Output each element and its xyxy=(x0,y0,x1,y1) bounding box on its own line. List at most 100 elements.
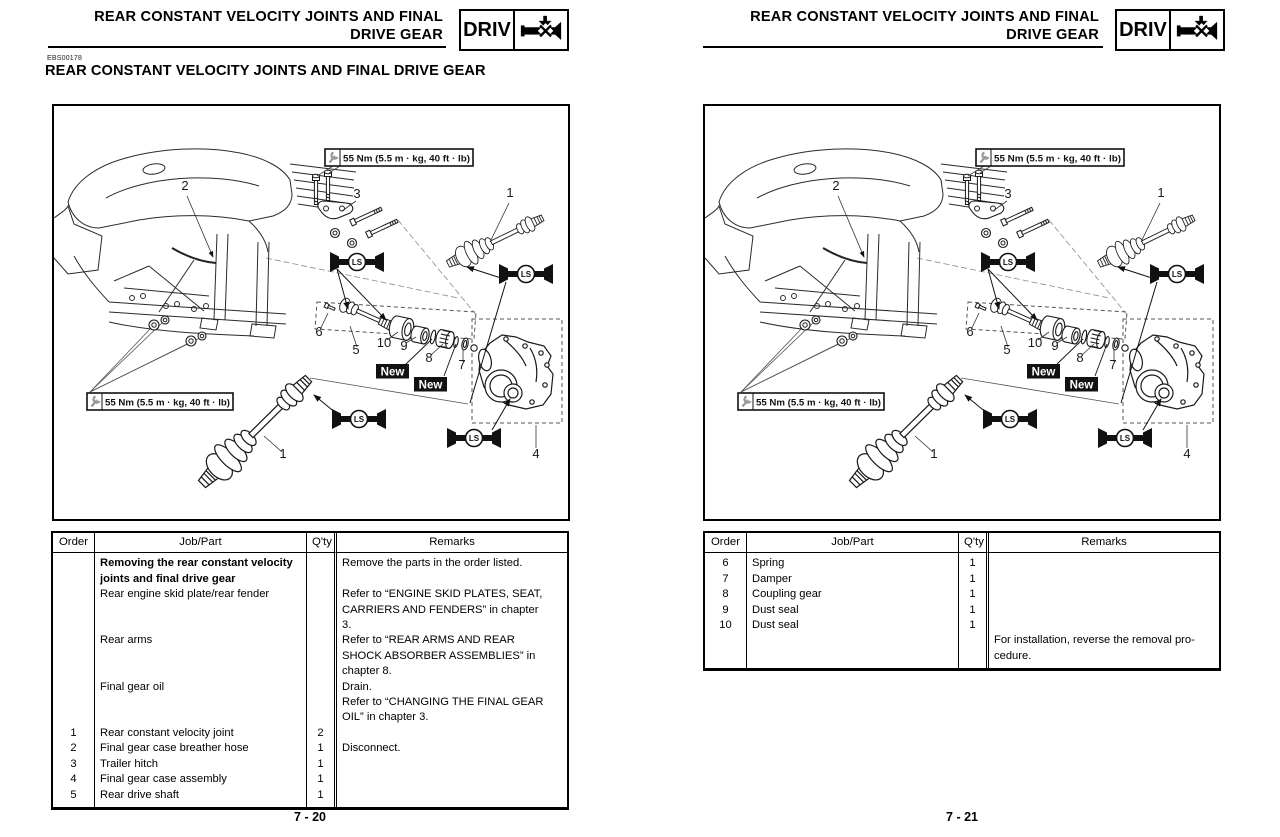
exploded-diagram: LS LS LS LS 55 Nm (5.5 m · kg, 40 ft · l… xyxy=(52,104,570,521)
cell-order xyxy=(705,633,747,669)
callout-number: 8 xyxy=(1076,350,1083,365)
torque-spec-label: 55 Nm (5.5 m · kg, 40 ft · lb) xyxy=(975,148,1125,167)
callout-number: 10 xyxy=(1028,335,1042,350)
svg-text:LS: LS xyxy=(1172,270,1183,279)
callout-number: 7 xyxy=(1109,357,1116,372)
chapter-badge-label: DRIV xyxy=(463,18,511,41)
callout-number: 4 xyxy=(532,446,539,461)
svg-text:LS: LS xyxy=(469,434,480,443)
running-header-line2: DRIVE GEAR xyxy=(1006,27,1099,43)
running-header-line1: REAR CONSTANT VELOCITY JOINTS AND FINAL xyxy=(94,9,443,25)
cell-job xyxy=(747,633,959,669)
svg-text:55 Nm (5.5 m · kg, 40 ft · lb): 55 Nm (5.5 m · kg, 40 ft · lb) xyxy=(994,154,1121,165)
wrench-icon xyxy=(90,395,101,408)
cell-job: Damper xyxy=(747,571,959,588)
svg-text:LS: LS xyxy=(352,258,363,267)
callout-number: 9 xyxy=(1051,338,1058,353)
cell-job: Rear engine skid plate/rear fender xyxy=(95,587,307,634)
cell-order xyxy=(53,633,95,680)
col-header: Order xyxy=(705,533,747,554)
chapter-badge: DRIV xyxy=(459,9,569,51)
cell-qty: 1 xyxy=(959,602,989,619)
new-part-label: New xyxy=(1065,377,1098,392)
manual-page-right: REAR CONSTANT VELOCITY JOINTS AND FINAL … xyxy=(633,0,1280,837)
callout-number: 1 xyxy=(279,446,286,461)
cell-order: 8 xyxy=(705,587,747,603)
col-header: Job/Part xyxy=(95,533,307,554)
chapter-badge: DRIV xyxy=(1115,9,1225,51)
torque-spec-label: 55 Nm (5.5 m · kg, 40 ft · lb) xyxy=(324,148,474,167)
cell-qty: 1 xyxy=(307,787,337,807)
cell-qty xyxy=(307,633,337,680)
cell-qty: 1 xyxy=(959,618,989,634)
cell-qty xyxy=(307,679,337,726)
cell-qty: 2 xyxy=(307,725,337,742)
grease-ls-icon: LS xyxy=(332,409,386,429)
callout-number: 2 xyxy=(832,178,839,193)
cell-qty xyxy=(307,587,337,634)
drivetrain-icon xyxy=(513,11,567,49)
callout-number: 4 xyxy=(1183,446,1190,461)
cell-order: 5 xyxy=(53,787,95,807)
callout-number: 5 xyxy=(352,342,359,357)
svg-text:55 Nm (5.5 m · kg, 40 ft · lb): 55 Nm (5.5 m · kg, 40 ft · lb) xyxy=(343,154,470,165)
cell-order: 1 xyxy=(53,725,95,742)
running-header-line2: DRIVE GEAR xyxy=(350,27,443,43)
svg-text:LS: LS xyxy=(521,270,532,279)
final-gear-case xyxy=(477,334,554,410)
cell-qty: 1 xyxy=(307,772,337,788)
cell-order: 6 xyxy=(705,553,747,572)
running-header: REAR CONSTANT VELOCITY JOINTS AND FINAL … xyxy=(691,8,1099,44)
svg-text:55 Nm (5.5 m · kg, 40 ft · lb): 55 Nm (5.5 m · kg, 40 ft · lb) xyxy=(756,398,881,409)
cell-qty xyxy=(307,553,337,588)
page-number: 7 - 21 xyxy=(946,810,978,824)
cell-remarks: Refer to “ENGINE SKID PLATES, SEAT, CARR… xyxy=(342,588,543,632)
svg-text:LS: LS xyxy=(354,415,365,424)
cell-remarks xyxy=(989,618,1219,633)
cell-order: 7 xyxy=(705,571,747,588)
col-header: Remarks xyxy=(337,533,567,554)
callout-number: 8 xyxy=(425,350,432,365)
grease-ls-icon: LS xyxy=(499,264,553,284)
svg-text:New: New xyxy=(1032,367,1056,379)
cell-qty: 1 xyxy=(959,587,989,603)
cell-job: Final gear oil xyxy=(95,679,307,726)
cell-order xyxy=(53,587,95,634)
breather-hose xyxy=(822,247,868,264)
cell-job: Final gear case assembly xyxy=(95,772,307,788)
callout-number: 1 xyxy=(506,185,513,200)
svg-text:LS: LS xyxy=(1120,434,1131,443)
callout-number: 1 xyxy=(930,446,937,461)
callout-number: 3 xyxy=(1004,186,1011,201)
svg-text:New: New xyxy=(419,380,443,392)
callout-number: 5 xyxy=(1003,342,1010,357)
cell-remarks: Refer to “REAR ARMS AND REAR SHOCK ABSOR… xyxy=(342,634,536,678)
wrench-icon xyxy=(328,151,339,164)
cell-order xyxy=(53,679,95,726)
doc-code: EBS00178 xyxy=(47,55,83,62)
cell-remarks xyxy=(989,587,1219,602)
cell-order xyxy=(53,553,95,588)
new-part-label: New xyxy=(376,364,409,379)
drivetrain-icon xyxy=(1169,11,1223,49)
page-number: 7 - 20 xyxy=(294,810,326,824)
col-header: Job/Part xyxy=(747,533,959,554)
cell-remarks: Drain. Refer to “CHANGING THE FINAL GEAR… xyxy=(342,680,544,724)
new-part-label: New xyxy=(1027,364,1060,379)
torque-spec-label: 55 Nm (5.5 m · kg, 40 ft · lb) xyxy=(737,392,885,411)
exploded-diagram: LS LS LS LS 55 Nm (5.5 m · kg, 40 ft · l… xyxy=(703,104,1221,521)
col-header: Q'ty xyxy=(959,533,989,554)
cell-qty: 1 xyxy=(959,553,989,572)
cell-remarks xyxy=(989,603,1219,618)
cell-job: Rear constant velocity joint xyxy=(95,725,307,742)
callout-number: 7 xyxy=(458,357,465,372)
cell-job: Rear arms xyxy=(95,633,307,680)
breather-hose xyxy=(171,247,217,264)
cell-qty: 1 xyxy=(959,571,989,588)
cell-job: Coupling gear xyxy=(747,587,959,603)
running-header-line1: REAR CONSTANT VELOCITY JOINTS AND FINAL xyxy=(750,9,1099,25)
cell-remarks xyxy=(337,788,567,807)
